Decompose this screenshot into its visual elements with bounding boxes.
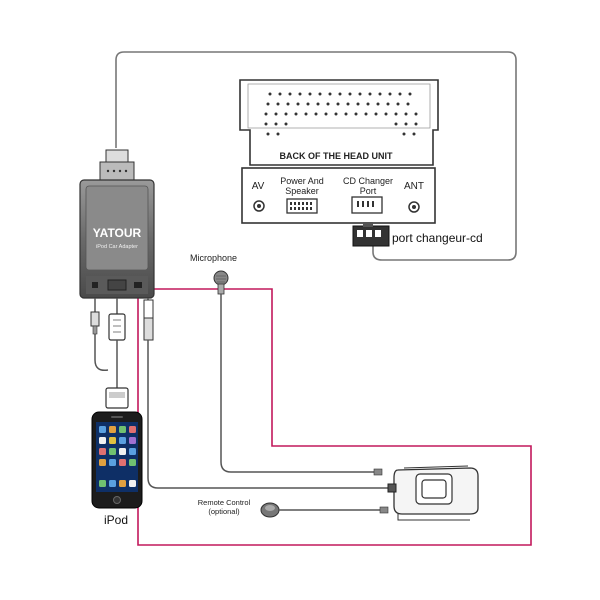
cable-adapter-to-cd-port: [115, 51, 517, 261]
ipod-phone-icon: [91, 411, 143, 509]
remote-label-2: (optional): [208, 507, 240, 516]
control-module-icon: [387, 465, 479, 521]
remote-plug-icon: [143, 299, 154, 341]
adapter-box-icon: YATOUR iPod Car Adapter: [79, 149, 155, 299]
port-power-label-2: Speaker: [285, 186, 319, 196]
power-connector-icon: [286, 198, 318, 214]
microphone-icon: [213, 270, 229, 295]
head-unit-title: BACK OF THE HEAD UNIT: [280, 151, 393, 161]
port-cd-label-2: Port: [360, 186, 377, 196]
port-av-label: AV: [252, 181, 265, 192]
port-ant-label: ANT: [404, 181, 424, 192]
dock-plug-icon: [108, 313, 126, 341]
vent-holes: [264, 92, 418, 136]
microphone-label: Microphone: [190, 253, 237, 263]
remote-button-icon: [260, 502, 280, 518]
cd-changer-plug-icon: [352, 222, 390, 247]
adapter-subtitle: iPod Car Adapter: [96, 244, 138, 250]
ipod-connector-icon: [105, 387, 129, 409]
cd-changer-port-label: port changeur-cd: [392, 231, 483, 245]
adapter-brand: YATOUR: [93, 226, 142, 240]
cable-microphone-to-module: [220, 294, 380, 473]
port-power-label-1: Power And: [280, 176, 324, 186]
highlight-frame: [137, 288, 532, 546]
port-cd-label-1: CD Changer: [343, 176, 393, 186]
aux-plug-icon: [90, 311, 100, 335]
cable-remote-to-module: [147, 340, 392, 489]
ipod-label: iPod: [104, 513, 128, 527]
remote-label-1: Remote Control: [198, 498, 251, 507]
head-unit-icon: BACK OF THE HEAD UNIT AV Power And Speak…: [239, 79, 439, 224]
